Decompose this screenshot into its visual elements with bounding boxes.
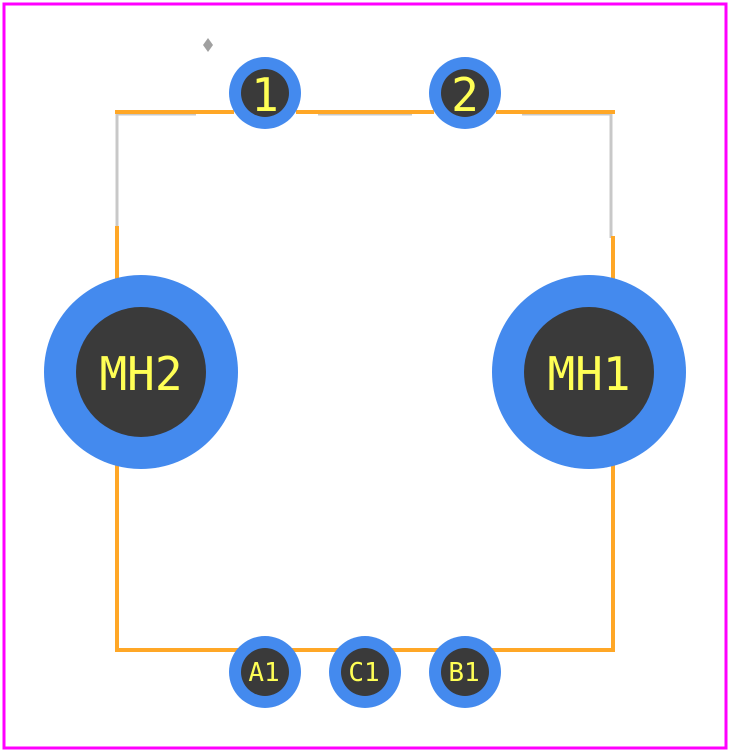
pad-2-label: 2 <box>451 68 479 122</box>
pad-1-label: 1 <box>251 68 279 122</box>
mh1-label: MH1 <box>547 347 630 401</box>
pad-c1-hole <box>341 648 389 696</box>
pad-b1-hole <box>441 648 489 696</box>
mh2-hole <box>76 307 206 437</box>
pad-1[interactable]: 1 <box>229 57 301 129</box>
pad-a1-hole <box>241 648 289 696</box>
pad-a1-label: A1 <box>248 658 279 688</box>
pad-c1[interactable]: C1 <box>329 636 401 708</box>
pad-1-hole <box>241 69 289 117</box>
mounting-hole-mh2[interactable]: MH2 <box>44 275 238 469</box>
pad-a1[interactable]: A1 <box>229 636 301 708</box>
pin1-marker-icon <box>203 38 213 52</box>
pad-b1[interactable]: B1 <box>429 636 501 708</box>
pad-2[interactable]: 2 <box>429 57 501 129</box>
mh2-label: MH2 <box>99 347 182 401</box>
pad-b1-label: B1 <box>448 658 479 688</box>
mounting-hole-mh1[interactable]: MH1 <box>492 275 686 469</box>
pad-2-hole <box>441 69 489 117</box>
courtyard <box>115 112 613 238</box>
pad-c1-label: C1 <box>348 658 379 688</box>
mh1-hole <box>524 307 654 437</box>
